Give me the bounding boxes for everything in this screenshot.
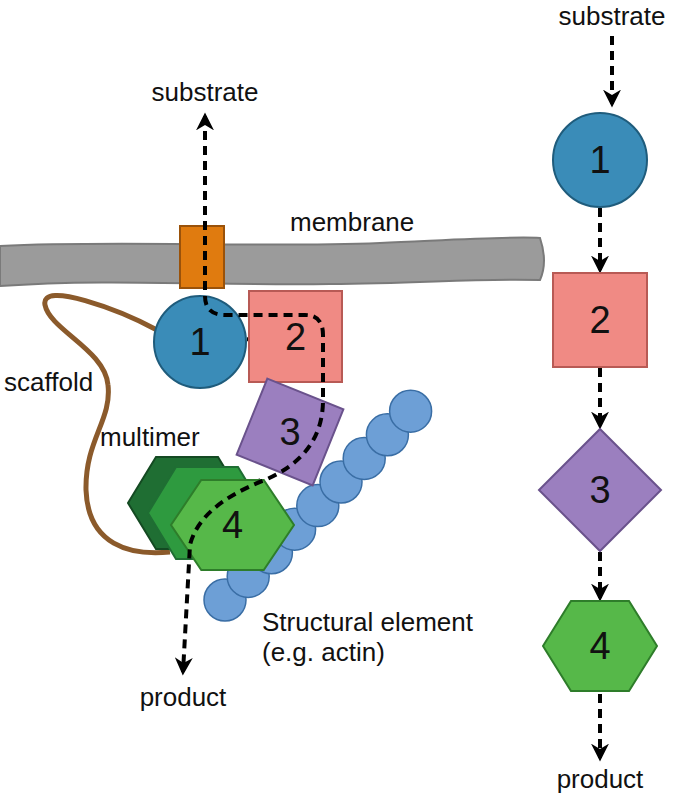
enzyme-square: 2 — [552, 272, 648, 368]
step-number: 3 — [279, 413, 300, 451]
flow-connector — [598, 368, 602, 426]
enzyme-hexagon: 4 — [542, 600, 658, 692]
enzyme-rotated-square: 3 — [235, 377, 345, 487]
label-box: product — [557, 765, 644, 795]
label-box: membrane — [290, 208, 414, 238]
step-number: 2 — [589, 301, 610, 339]
step-number: 1 — [589, 141, 610, 179]
flow-arrow — [598, 694, 602, 758]
label-box: Structural element (e.g. actin) — [262, 608, 477, 668]
flow-connector — [247, 337, 248, 341]
text-label: substrate — [559, 1, 666, 31]
text-label: membrane — [290, 207, 414, 237]
transporter — [180, 226, 224, 288]
step-number: 4 — [589, 627, 610, 665]
label-box: product — [140, 683, 227, 713]
text-label: product — [140, 682, 227, 712]
enzyme-square: 2 — [248, 290, 343, 383]
step-number: 3 — [589, 471, 610, 509]
flow-connector — [598, 208, 602, 270]
text-label: Structural element (e.g. actin) — [262, 607, 473, 667]
label-box: substrate — [559, 2, 666, 32]
step-number: 1 — [189, 323, 210, 361]
label-box: substrate — [152, 78, 259, 108]
flow-connector — [598, 552, 602, 598]
text-label: substrate — [152, 77, 259, 107]
enzyme-circle: 1 — [552, 112, 648, 208]
step-number: 2 — [285, 318, 306, 356]
text-label: scaffold — [4, 367, 93, 397]
actin-monomer — [390, 390, 432, 432]
flow-arrow — [610, 36, 614, 104]
label-box: scaffold — [4, 368, 93, 398]
text-label: multimer — [100, 422, 200, 452]
enzyme-circle: 1 — [153, 295, 247, 389]
label-box: multimer — [100, 423, 200, 453]
decision-diamond: 3 — [538, 428, 662, 552]
step-number: 4 — [222, 506, 243, 544]
text-label: product — [557, 764, 644, 794]
enzyme-hexagon: 4 — [170, 479, 295, 571]
membrane-band — [0, 237, 544, 286]
